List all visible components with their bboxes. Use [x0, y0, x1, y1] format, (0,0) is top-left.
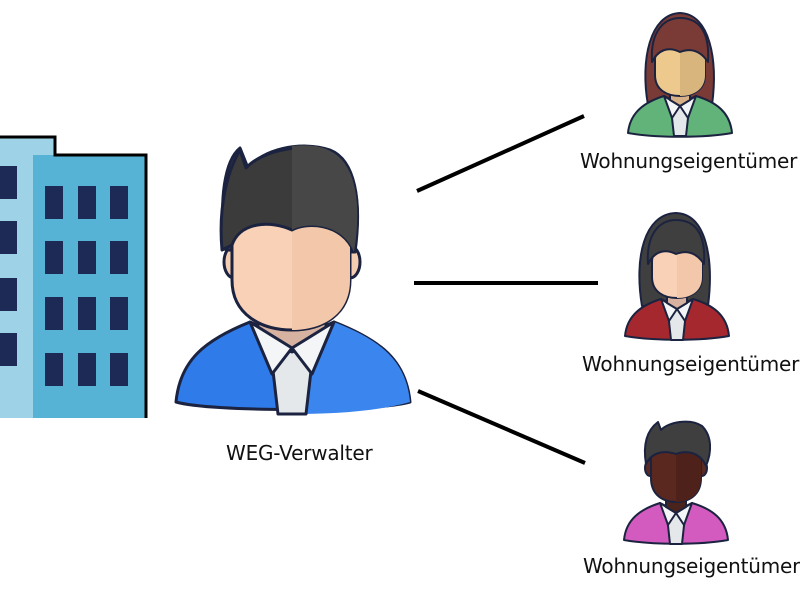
owner-label: Wohnungseigentümer — [582, 352, 800, 376]
man-avatar-icon — [623, 420, 729, 545]
woman-avatar-icon — [627, 12, 733, 138]
owner-label: Wohnungseigentümer — [580, 149, 798, 173]
woman-avatar-icon — [624, 212, 730, 341]
man-avatar-icon — [174, 144, 412, 416]
connector-line-3 — [417, 389, 586, 465]
manager-label: WEG-Verwalter — [226, 441, 373, 465]
connector-lines — [414, 114, 598, 465]
connector-line-1 — [416, 114, 585, 193]
apartment-building-icon — [0, 135, 148, 418]
owner-label: Wohnungseigentümer — [583, 554, 800, 578]
